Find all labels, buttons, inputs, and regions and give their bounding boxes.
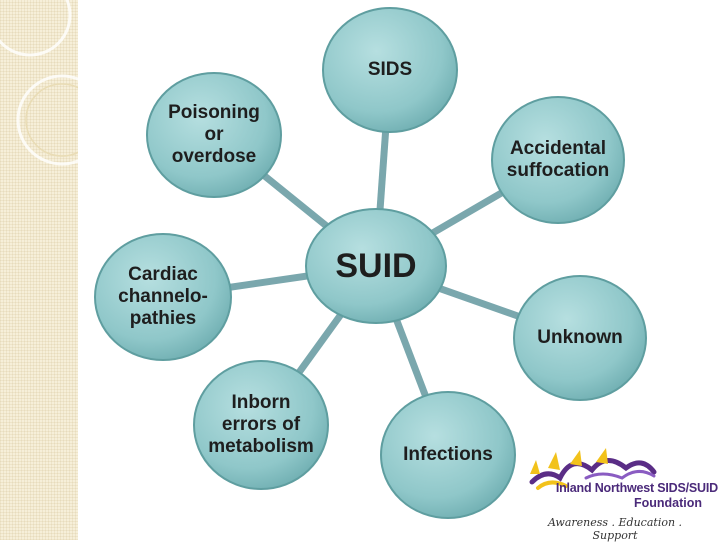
- node-circle-poisoning: [146, 72, 282, 198]
- node-circle-unknown: [513, 275, 647, 401]
- decorative-circles: [0, 0, 78, 166]
- node-circle-inborn-errors: [193, 360, 329, 490]
- node-circle-sids: [322, 7, 458, 133]
- foundation-logo: Inland Northwest SIDS/SUID Foundation Aw…: [526, 448, 720, 542]
- logo-name-line2: Foundation: [633, 496, 702, 510]
- node-circle-cardiac: [94, 233, 232, 361]
- node-circle-infections: [380, 391, 516, 519]
- node-circles: [94, 7, 647, 519]
- logo-mark-icon: [529, 448, 657, 490]
- node-circle-suid: [305, 208, 447, 324]
- decorative-side-strip: [0, 0, 78, 540]
- logo-tagline: Awareness . Education . Support: [547, 516, 683, 542]
- node-circle-accidental-suffocation: [491, 96, 625, 224]
- logo-name-line1: Inland Northwest SIDS/SUID: [555, 481, 718, 495]
